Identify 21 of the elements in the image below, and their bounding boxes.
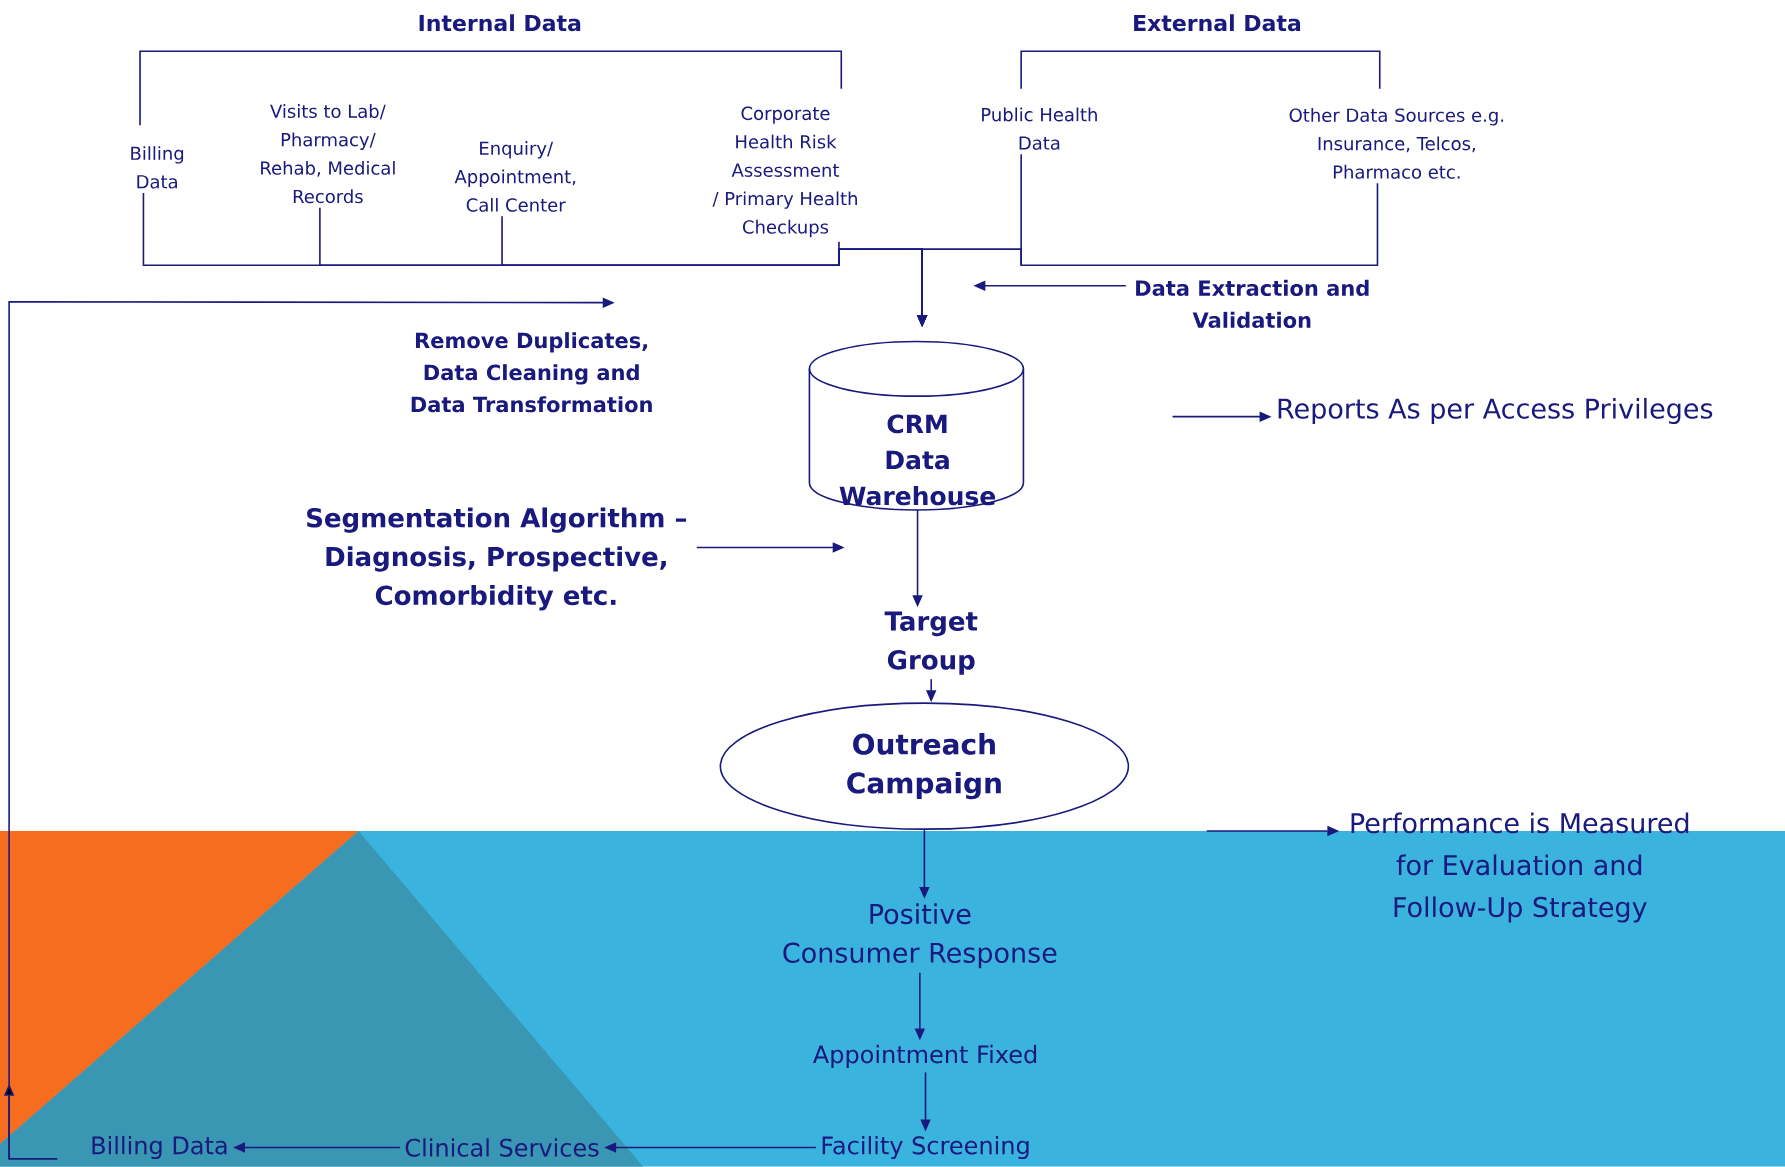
source-text: Corporate Health Risk Assessment / Primary Health Checkups xyxy=(712,106,857,238)
section-heading: External Data xyxy=(1134,14,1301,32)
process-label: Data Extraction and Validation xyxy=(1136,279,1369,329)
node-label: CRM Data Warehouse xyxy=(839,414,996,506)
step-label: Positive Consumer Response xyxy=(783,903,1057,969)
step-label: Clinical Services xyxy=(405,1138,599,1157)
source-text: Public Health Data xyxy=(982,107,1097,150)
process-label: Segmentation Algorithm – Diagnosis, Prospective, Comorbidity etc. xyxy=(307,507,687,611)
step-label: Facility Screening xyxy=(822,1136,1029,1160)
output-text: Reports As per Access Privileges xyxy=(1278,398,1713,425)
step-label: Target Group xyxy=(884,611,978,675)
database-cylinder: CRM Data Warehouse xyxy=(808,340,1025,511)
source-text: Other Data Sources e.g. Insurance, Telcos, Pharmaco etc. xyxy=(1289,108,1504,179)
source-text: Enquiry/ Appointment, Call Center xyxy=(454,141,576,212)
section-heading: Internal Data xyxy=(419,14,581,32)
source-text: Billing Data xyxy=(131,146,184,189)
output-text: Performance is Measured for Evaluation and Follow-Up Strategy xyxy=(1351,812,1689,923)
step-label: Billing Data xyxy=(92,1136,227,1160)
step-label: Appointment Fixed xyxy=(813,1044,1037,1069)
process-label: Remove Duplicates, Data Cleaning and Data Transformation xyxy=(411,332,652,413)
source-text: Visits to Lab/ Pharmacy/ Rehab, Medical Records xyxy=(261,104,395,204)
